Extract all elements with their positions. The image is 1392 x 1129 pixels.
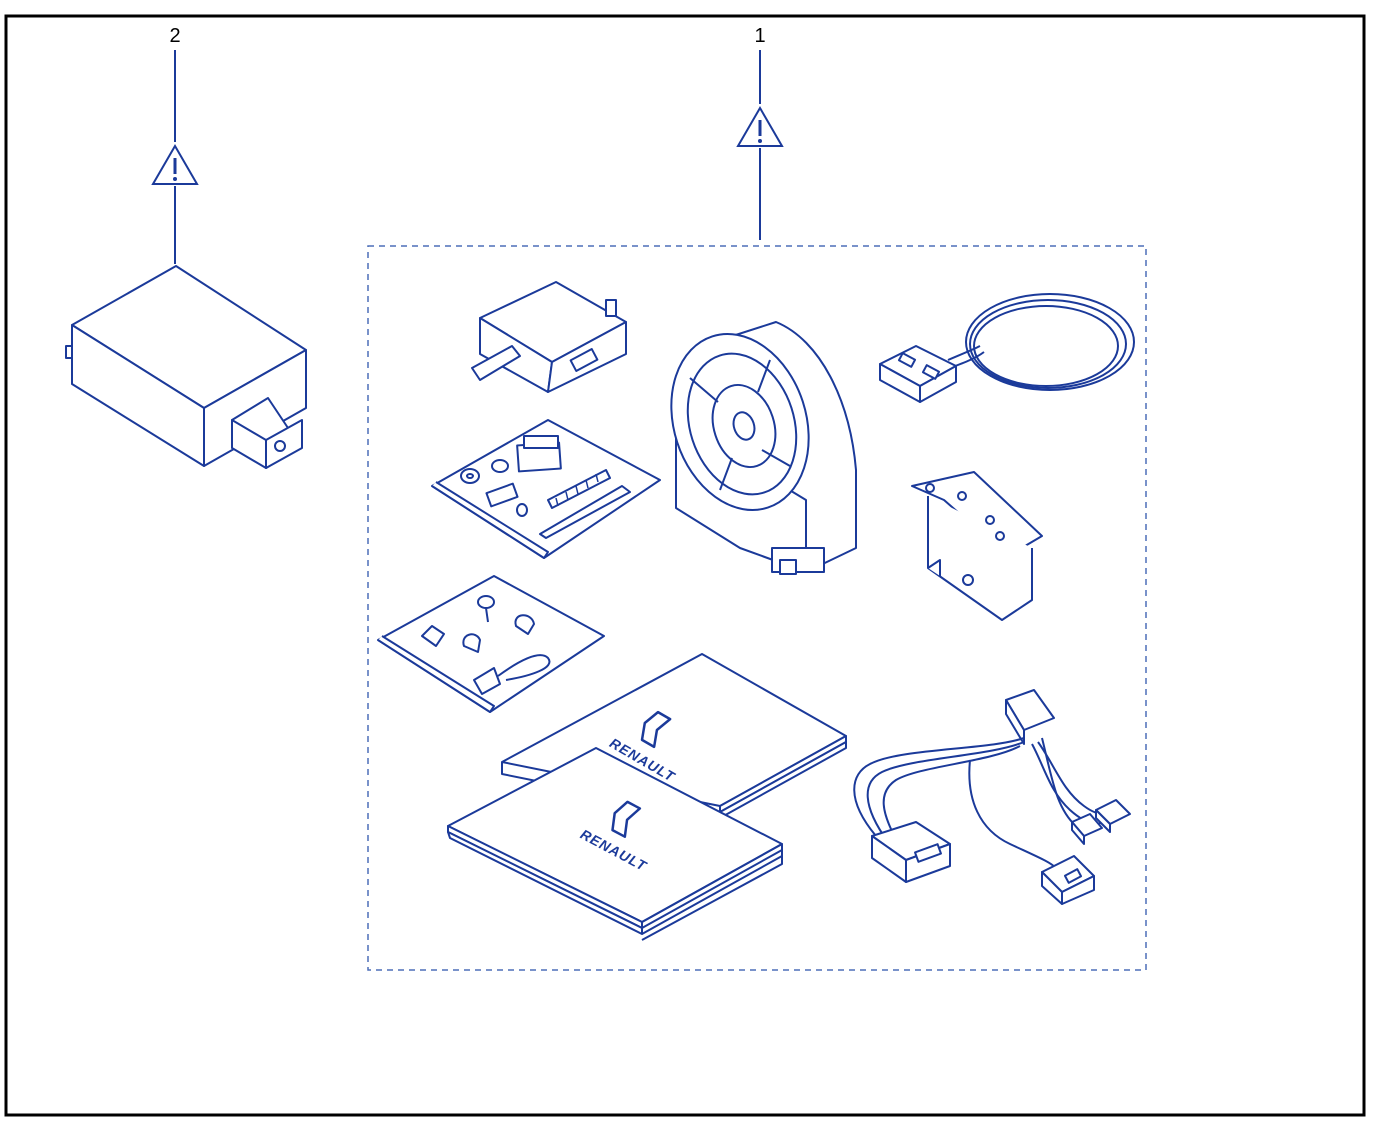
- brand-logo-icon: [611, 800, 642, 838]
- cable-with-connector: [879, 293, 1135, 403]
- fixing-kit-bag: [431, 419, 661, 559]
- callout-2: 2: [151, 25, 199, 264]
- sensor-module: [471, 281, 627, 393]
- small-parts-set: [421, 595, 551, 695]
- fastener-set: [460, 435, 631, 539]
- callout-number-1: 1: [754, 25, 765, 47]
- warning-triangle-icon: [736, 106, 784, 147]
- small-parts-bag: [377, 575, 605, 713]
- mounting-bracket: [911, 471, 1043, 621]
- control-module-box: [65, 265, 307, 469]
- brand-logo-icon: [640, 710, 672, 749]
- manual-booklet-front: RENAULT: [447, 747, 783, 941]
- wiring-harness: [853, 689, 1131, 905]
- kit-group-boundary: [367, 245, 1147, 971]
- callout-number-2: 2: [169, 25, 180, 47]
- outer-frame: [4, 14, 1366, 1117]
- siren-unit: [670, 321, 857, 575]
- callout-1: 1: [736, 25, 784, 240]
- warning-triangle-icon: [151, 144, 199, 185]
